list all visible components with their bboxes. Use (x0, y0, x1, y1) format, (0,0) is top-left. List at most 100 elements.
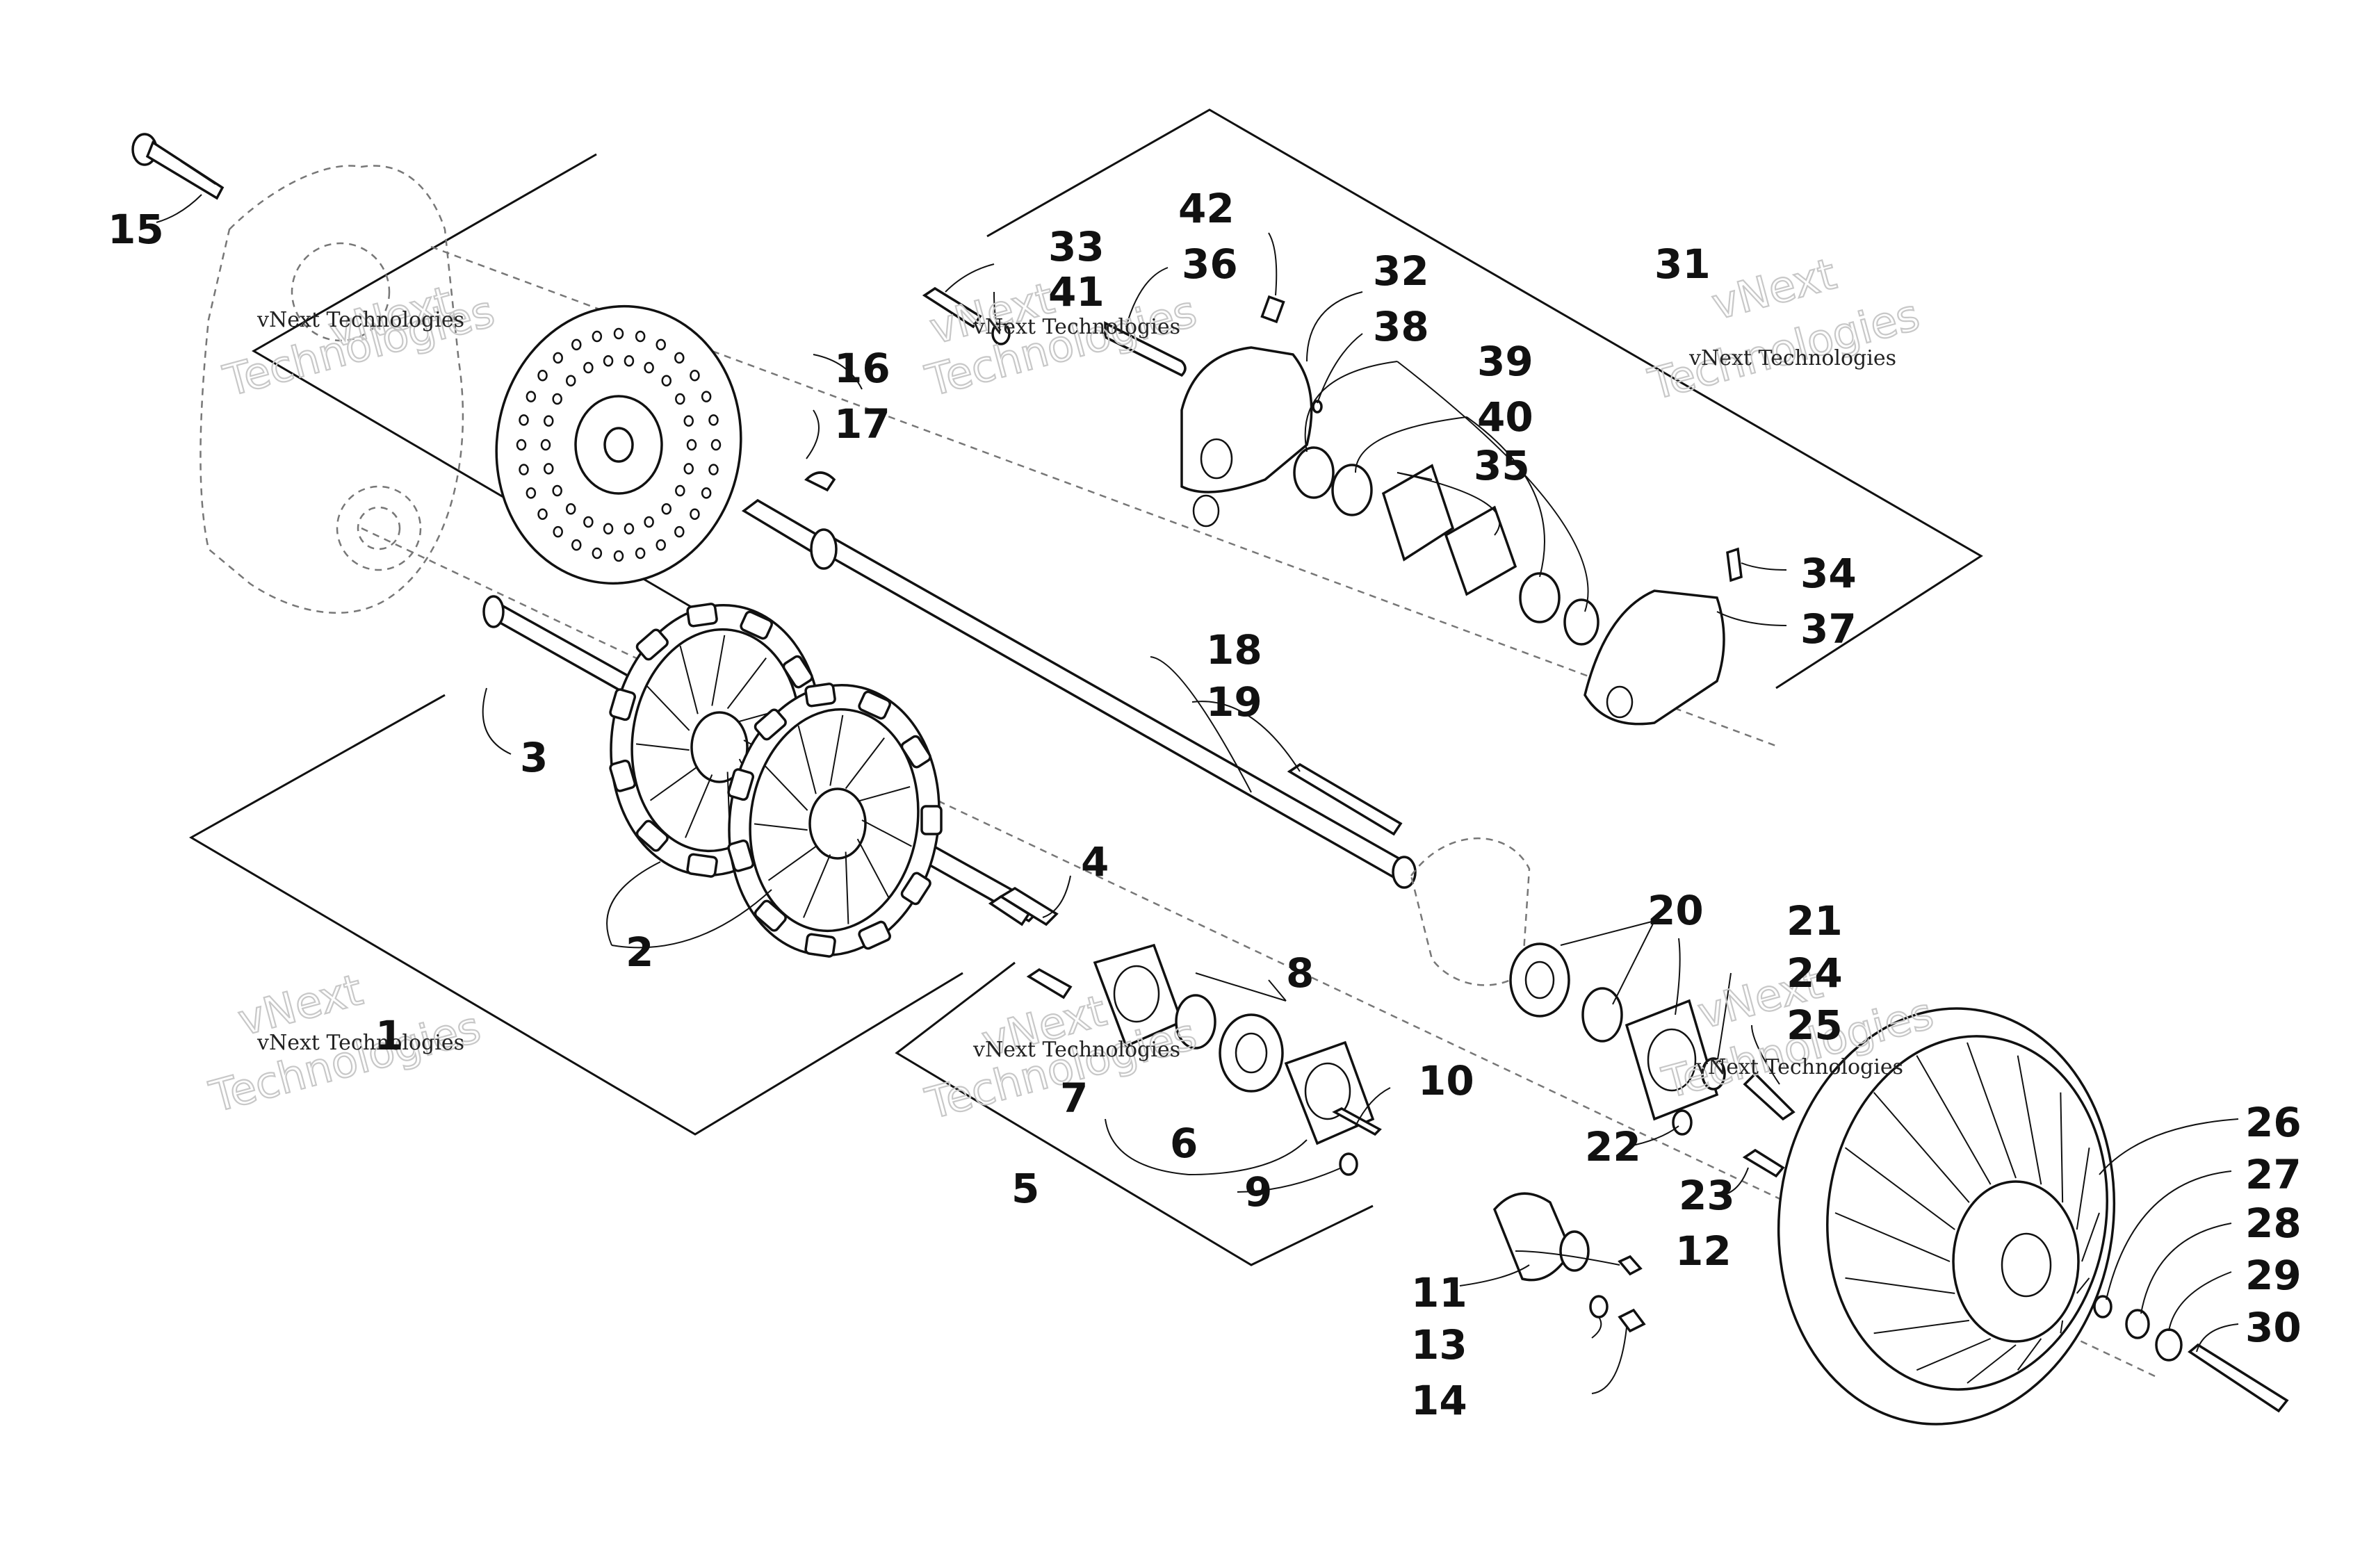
sprocket-spoke (646, 685, 690, 731)
sprocket-tooth (686, 853, 718, 878)
washer-13 (1589, 1295, 1609, 1318)
svg-text:vNext Technologies: vNext Technologies (972, 315, 1180, 339)
disc-hole (674, 525, 685, 538)
label-11: 11 (1411, 1269, 1467, 1316)
sprocket-tooth (900, 872, 931, 906)
disc-hole (683, 463, 694, 475)
sprocket-spoke (829, 714, 844, 786)
sprocket-spoke (845, 851, 849, 924)
sprocket-spoke (797, 725, 817, 794)
nut-14 (1618, 1308, 1646, 1333)
sprocket-tooth (740, 610, 773, 640)
sprocket-spoke (767, 845, 817, 881)
piston-40 (1331, 464, 1373, 516)
label-14: 14 (1411, 1377, 1467, 1424)
sprocket-tooth (754, 899, 787, 932)
sprocket-tooth (609, 688, 637, 721)
bolt-15 (131, 133, 225, 200)
washer-28 (2125, 1309, 2150, 1339)
bleeder-38 (1312, 400, 1323, 414)
disc-hole (661, 375, 672, 387)
label-7: 7 (1060, 1075, 1088, 1122)
label-16: 16 (834, 345, 890, 392)
label-9: 9 (1244, 1168, 1272, 1216)
disc-hole (565, 503, 576, 515)
pin-36 (1104, 321, 1187, 377)
disc-hole (644, 516, 654, 528)
label-26: 26 (2245, 1099, 2302, 1146)
group-outline-31 (986, 108, 1983, 689)
bleeder-34 (1726, 547, 1743, 582)
sprocket-tooth (858, 920, 891, 950)
group-outline-1 (188, 694, 963, 1136)
piston-seal-40b (1519, 572, 1561, 623)
sprocket-tooth (727, 839, 755, 872)
clutch-fin (1844, 1147, 1955, 1230)
sprocket-spoke (679, 645, 699, 714)
disc-hole (683, 415, 694, 427)
sprocket-tooth (635, 819, 669, 852)
sprocket-spoke (726, 658, 767, 710)
flange-21 (1625, 999, 1719, 1121)
clutch-fin (1845, 1277, 1955, 1294)
sprocket-spoke (711, 635, 726, 706)
label-20: 20 (1647, 887, 1704, 934)
callout-labels: 1 2 3 4 5 6 7 8 9 10 11 12 13 14 15 16 1… (108, 185, 2302, 1424)
label-22: 22 (1585, 1123, 1641, 1170)
disc-hole (603, 354, 614, 367)
clutch-fin (1873, 1092, 1970, 1203)
label-6: 6 (1170, 1120, 1198, 1167)
clutch-fin (2060, 1092, 2064, 1203)
label-8: 8 (1286, 949, 1314, 997)
disc-hole (701, 391, 712, 402)
nut-9 (1339, 1152, 1358, 1176)
washer-27 (2093, 1295, 2112, 1318)
sprocket-tooth (754, 708, 787, 741)
disc-hole (544, 415, 554, 427)
disc-hole (571, 539, 582, 551)
disc-hole (537, 508, 548, 521)
disc-hole (603, 523, 614, 535)
label-42: 42 (1178, 185, 1235, 232)
label-17: 17 (834, 400, 890, 448)
group-outline-5 (895, 961, 1374, 1266)
label-39: 39 (1477, 338, 1533, 385)
label-23: 23 (1679, 1172, 1735, 1219)
clutch-fin (1916, 1337, 1992, 1371)
sprocket-tooth (900, 735, 931, 769)
label-27: 27 (2245, 1151, 2302, 1198)
sprocket-tooth (858, 690, 891, 720)
sprocket-spoke (754, 823, 808, 831)
disc-hole (519, 414, 529, 426)
disc-hole (644, 361, 654, 374)
disc-hole (592, 547, 603, 560)
label-41: 41 (1048, 268, 1105, 316)
label-40: 40 (1477, 393, 1533, 441)
label-30: 30 (2245, 1304, 2302, 1351)
disc-hole (701, 487, 712, 499)
disc-hole (708, 414, 719, 426)
bolt-30 (2188, 1343, 2289, 1413)
label-36: 36 (1182, 240, 1238, 288)
label-3: 3 (520, 734, 548, 781)
sprocket-spoke (856, 838, 890, 898)
seal-39 (1293, 446, 1335, 499)
leader-lines (156, 194, 2239, 1394)
svg-text:vNext Technologies: vNext Technologies (257, 308, 464, 332)
label-2: 2 (626, 929, 653, 976)
label-29: 29 (2245, 1252, 2302, 1299)
label-5: 5 (1011, 1165, 1039, 1212)
label-34: 34 (1800, 550, 1857, 597)
label-28: 28 (2245, 1200, 2302, 1247)
sprocket-spoke (765, 765, 808, 811)
caliper-32 (1180, 346, 1313, 528)
screw-7 (1026, 967, 1073, 999)
label-38: 38 (1373, 303, 1429, 350)
brake-pad-35 (1381, 464, 1517, 596)
label-12: 12 (1675, 1227, 1732, 1275)
driven-clutch-26 (1777, 1007, 2116, 1426)
disc-hole (571, 338, 582, 351)
disc-hole (710, 439, 722, 451)
clutch-fin (2076, 1148, 2090, 1230)
